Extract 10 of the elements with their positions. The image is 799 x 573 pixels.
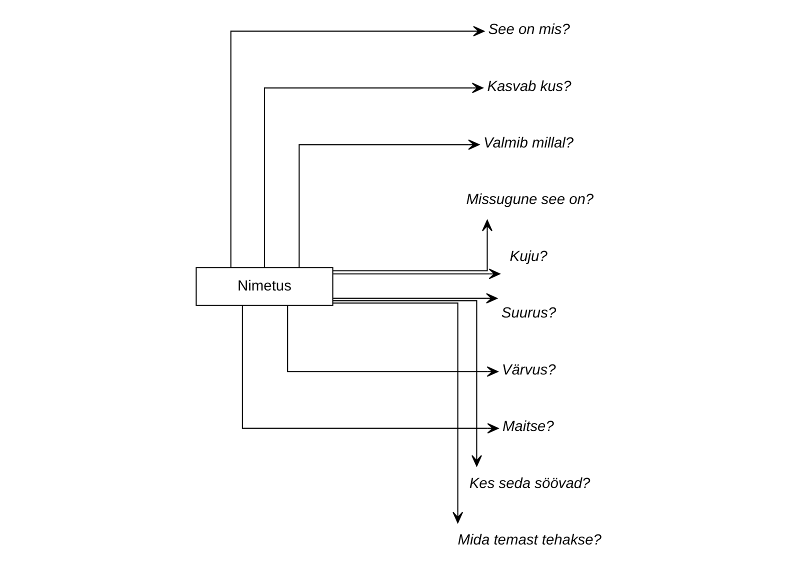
node-text: Suurus?	[501, 306, 556, 322]
node-text: Mida temast tehakse?	[458, 532, 602, 549]
node-text: Maitse?	[502, 419, 554, 436]
node-text: Missugune see on?	[466, 192, 594, 208]
node-text: Värvus?	[502, 362, 556, 378]
node-text: See on mis?	[488, 22, 570, 38]
node-text: Kasvab kus?	[487, 78, 572, 95]
node-text: Kuju?	[510, 248, 548, 265]
node-text: Valmib millal?	[484, 136, 574, 152]
node-text: Kes seda söövad?	[469, 476, 590, 492]
